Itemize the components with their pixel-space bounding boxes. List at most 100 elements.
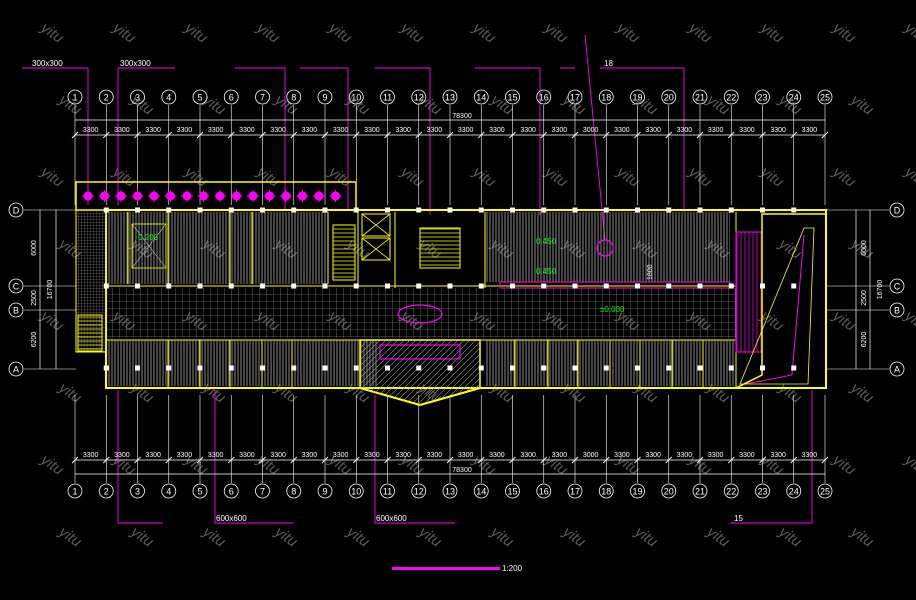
watermark-text: yitu (613, 19, 643, 47)
watermark-text: yitu (775, 379, 805, 407)
watermark-text: yitu (37, 451, 67, 479)
column (541, 283, 547, 289)
watermark-text: yitu (397, 595, 427, 600)
grid-number: 5 (197, 93, 202, 103)
column (197, 283, 203, 289)
bay-dimension: 3300 (239, 127, 255, 134)
grid-bubble (223, 483, 239, 499)
grid-bubble (473, 483, 489, 499)
grid-number: 6 (229, 487, 234, 497)
watermark-text: yitu (55, 91, 85, 119)
watermark-text: yitu (415, 523, 445, 551)
column (416, 283, 422, 289)
watermark-text: yitu (829, 451, 859, 479)
grid-number: 16 (539, 93, 549, 103)
bay-dimension: 3300 (739, 127, 755, 134)
watermark-text: yitu (847, 91, 877, 119)
bay-dimension: 3300 (614, 127, 630, 134)
bay-dimension: 3300 (208, 127, 224, 134)
column (697, 207, 703, 213)
bay-dimension: 3300 (708, 452, 724, 459)
grid-bubble (505, 483, 520, 499)
column (478, 365, 484, 371)
row-bubble (8, 361, 24, 377)
bay-dimension: 3300 (489, 127, 505, 134)
grid-bubble (130, 89, 145, 105)
column (260, 283, 265, 289)
watermark-text: yitu (55, 523, 85, 551)
column (385, 207, 390, 213)
grid-number: 2 (104, 93, 109, 103)
grid-number: 22 (726, 487, 736, 497)
column (135, 207, 140, 213)
grid-bubble (192, 483, 208, 499)
grid-bubble (786, 89, 802, 105)
bay-dimension: 3300 (364, 127, 380, 134)
grid-number: 12 (414, 93, 424, 103)
bay-dimension: 3300 (427, 452, 443, 459)
bay-dimension: 3300 (739, 452, 755, 459)
column (166, 207, 172, 213)
bay-dimension: 3300 (333, 127, 349, 134)
row-dimension: 6000 (861, 240, 868, 256)
bay-dimension: 3300 (677, 452, 693, 459)
row-dimension: 6200 (31, 332, 38, 348)
grid-number: 18 (601, 93, 611, 103)
bay-dimension: 3300 (645, 127, 661, 134)
watermark-text: yitu (847, 379, 877, 407)
bay-dimension: 3300 (114, 127, 130, 134)
bay-dimension: 3300 (364, 452, 380, 459)
grid-bubble (536, 483, 552, 499)
column (322, 283, 328, 289)
elev-label-2: 0.450 (536, 237, 557, 246)
row-letter: B (13, 306, 19, 316)
bay-dimension: 3300 (270, 127, 286, 134)
bay-dimension: 3300 (114, 452, 130, 459)
watermark-text: yitu (37, 595, 67, 600)
row-letter: C (894, 282, 901, 292)
building-plan (75, 181, 827, 406)
grid-bubble (692, 483, 708, 499)
grid-number: 5 (197, 487, 202, 497)
column (728, 207, 734, 213)
row-dimension: 6200 (861, 332, 868, 348)
bay-dimension: 3300 (145, 127, 161, 134)
bay-dimension: 3300 (270, 452, 286, 459)
row-dimension: 6000 (31, 240, 38, 256)
grid-bubble (505, 89, 520, 105)
bay-dimension: 3300 (677, 127, 693, 134)
grid-number: 17 (570, 93, 580, 103)
row-bubble (889, 278, 905, 294)
watermark-text: yitu (253, 19, 283, 47)
watermark-text: yitu (55, 379, 85, 407)
grid-bubble (255, 483, 270, 499)
row-bubble (8, 302, 24, 318)
bay-dimension: 3300 (552, 452, 568, 459)
column (416, 207, 422, 213)
grid-bubble (723, 483, 739, 499)
column (635, 365, 640, 371)
grid-bubble (442, 483, 458, 499)
grid-bubble (317, 483, 333, 499)
grid-bubble (161, 483, 177, 499)
column (385, 365, 390, 371)
grid-bubble (411, 483, 427, 499)
column (447, 365, 453, 371)
grid-bubble (755, 89, 770, 105)
row-bubble (8, 278, 24, 294)
column (760, 207, 765, 213)
annotation-texts: 300x300 300x300 18 600x600 600x600 15 (32, 59, 743, 523)
column (728, 283, 734, 289)
row-bubble (889, 302, 905, 318)
column (666, 207, 672, 213)
grid-bubble (130, 483, 145, 499)
grid-bubble (442, 89, 458, 105)
grid-number: 21 (695, 93, 705, 103)
bay-dimension: 3300 (395, 452, 411, 459)
bay-dimension: 3300 (552, 127, 568, 134)
grid-bubble (67, 483, 83, 499)
watermark-text: yitu (325, 163, 355, 191)
total-length-label: 78300 (452, 113, 472, 120)
column (791, 365, 797, 371)
grid-bubble (692, 89, 708, 105)
